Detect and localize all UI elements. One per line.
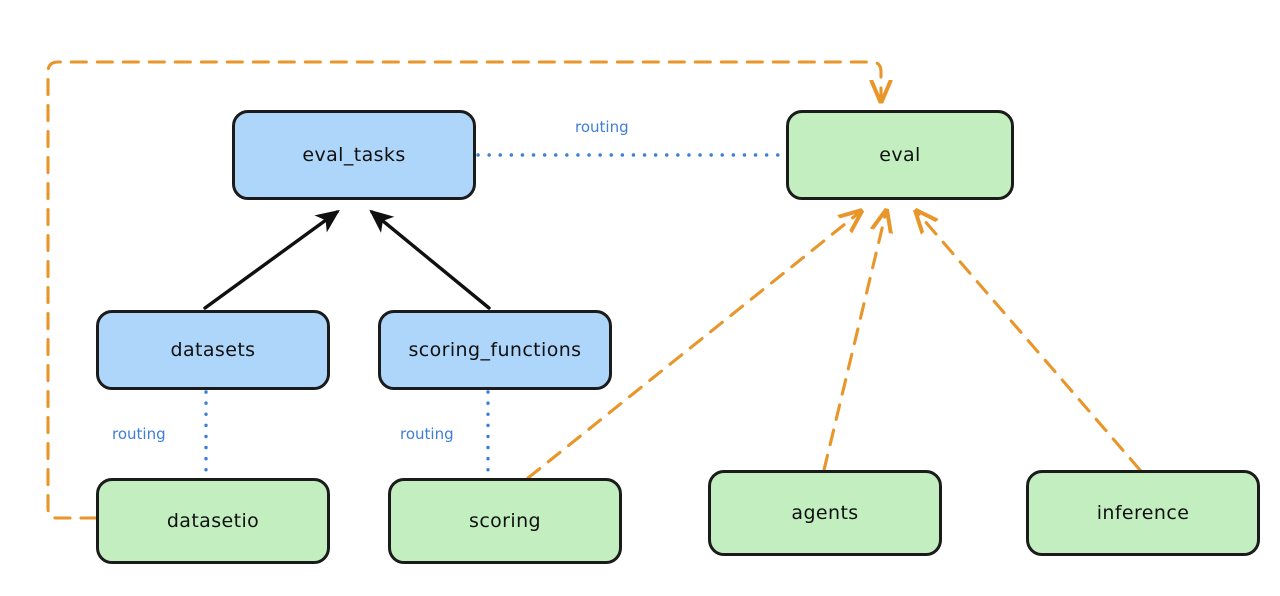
edge-scoring-eval bbox=[526, 212, 860, 480]
node-eval[interactable]: eval bbox=[786, 110, 1014, 200]
node-label-inference: inference bbox=[1096, 502, 1190, 524]
node-label-eval: eval bbox=[879, 144, 921, 166]
edge-scoring-functions-eval-tasks bbox=[369, 209, 491, 310]
node-scoring-functions[interactable]: scoring_functions bbox=[378, 310, 612, 390]
node-label-scoring: scoring bbox=[469, 510, 541, 532]
node-datasets[interactable]: datasets bbox=[96, 310, 330, 390]
edge-inference-eval bbox=[917, 212, 1142, 472]
edge-label-routing-scoring-functions: routing bbox=[400, 425, 454, 443]
node-eval-tasks[interactable]: eval_tasks bbox=[232, 110, 476, 200]
edge-datasetio-eval bbox=[46, 60, 881, 520]
edge-label-routing-datasets: routing bbox=[112, 425, 166, 443]
node-label-scoring-functions: scoring_functions bbox=[408, 339, 582, 361]
node-label-agents: agents bbox=[791, 502, 859, 524]
node-label-datasetio: datasetio bbox=[166, 510, 260, 532]
node-label-eval-tasks: eval_tasks bbox=[302, 144, 406, 166]
edge-label-routing-eval-tasks: routing bbox=[575, 118, 629, 136]
node-agents[interactable]: agents bbox=[708, 470, 942, 556]
node-inference[interactable]: inference bbox=[1026, 470, 1260, 556]
node-datasetio[interactable]: datasetio bbox=[96, 478, 330, 564]
node-scoring[interactable]: scoring bbox=[388, 478, 622, 564]
node-label-datasets: datasets bbox=[170, 339, 256, 361]
edge-datasets-eval-tasks bbox=[203, 209, 340, 310]
edge-agents-eval bbox=[822, 212, 886, 472]
